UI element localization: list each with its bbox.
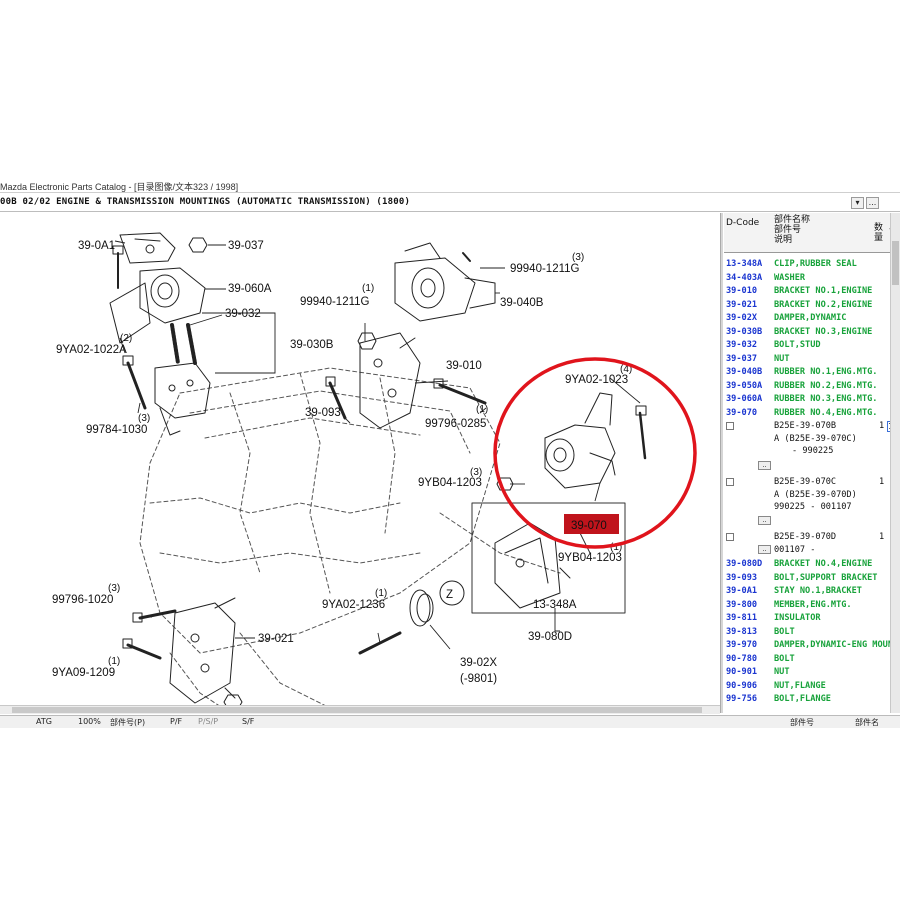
callout-label[interactable]: 9YA02-1023 xyxy=(565,374,628,386)
callout-label[interactable]: 39-02X xyxy=(460,657,497,669)
callout-label[interactable]: (-9801) xyxy=(460,673,497,685)
callout-label[interactable]: 39-030B xyxy=(290,339,334,351)
callout-label[interactable]: Z xyxy=(446,589,453,601)
callout-label[interactable]: (3) xyxy=(138,413,150,424)
callout-label[interactable]: 39-060A xyxy=(228,283,272,295)
status-d[interactable]: P/F xyxy=(170,717,183,726)
variant-checkbox[interactable] xyxy=(726,478,734,486)
callout-label[interactable]: 9YA09-1209 xyxy=(52,667,115,679)
scroll-thumb[interactable] xyxy=(12,707,702,713)
callout-label[interactable]: 9YA02-1236 xyxy=(322,599,385,611)
callout-label[interactable]: (1) xyxy=(476,404,488,415)
vertical-scrollbar[interactable] xyxy=(890,213,900,713)
scroll-thumb[interactable] xyxy=(892,241,899,285)
col-name[interactable]: 部件名称 xyxy=(774,215,811,225)
status-a: ATG xyxy=(36,717,52,726)
callout-label[interactable]: (3) xyxy=(470,467,482,478)
status-f[interactable]: S/F xyxy=(242,717,255,726)
callout-label[interactable]: 9YA02-1022A xyxy=(56,344,127,356)
callout-label[interactable]: (2) xyxy=(120,333,132,344)
window-title: Mazda Electronic Parts Catalog - [目录图像/文… xyxy=(0,176,900,193)
callout-label[interactable]: 9YB04-1203 xyxy=(418,477,482,489)
callout-label[interactable]: 39-0A1 xyxy=(78,240,115,252)
highlight-label-bg xyxy=(564,514,619,534)
variant-checkbox[interactable] xyxy=(726,533,734,541)
more-button[interactable]: ... xyxy=(866,197,879,209)
callout-label[interactable]: 39-032 xyxy=(225,308,261,320)
status-g: 部件号 xyxy=(790,718,814,727)
highlight-circle xyxy=(493,357,697,549)
horizontal-scrollbar[interactable] xyxy=(0,705,720,714)
callout-label[interactable]: 99784-1030 xyxy=(86,424,147,436)
status-c[interactable]: 部件号(P) xyxy=(110,718,146,727)
callout-label[interactable]: 13-348A xyxy=(533,599,577,611)
callout-label[interactable]: (1) xyxy=(610,542,622,553)
col-dcode[interactable]: D-Code xyxy=(726,218,760,228)
splitter[interactable] xyxy=(720,213,723,713)
detail-button[interactable]: .. xyxy=(758,461,771,470)
parts-catalog-window: Mazda Electronic Parts Catalog - [目录图像/文… xyxy=(0,176,900,728)
callout-label[interactable]: (3) xyxy=(108,583,120,594)
variant-checkbox[interactable] xyxy=(726,422,734,430)
parts-list-panel: D-Code 部件名称 部件号 说明 数量 单 13-348ACLIP,RUBB… xyxy=(724,213,900,713)
callout-label[interactable]: (3) xyxy=(572,252,584,263)
column-header: D-Code 部件名称 部件号 说明 数量 单 xyxy=(724,213,900,253)
page-title: 00B 02/02 ENGINE & TRANSMISSION MOUNTING… xyxy=(0,197,411,207)
col-partno[interactable]: 部件号 xyxy=(774,225,802,235)
callout-label[interactable]: 39-040B xyxy=(500,297,544,309)
status-h: 部件名 xyxy=(855,718,879,727)
col-desc[interactable]: 说明 xyxy=(774,235,793,245)
callout-label[interactable]: 39-093 xyxy=(305,407,341,419)
callout-label-highlighted[interactable]: 39-070 xyxy=(571,520,607,532)
chevron-down-icon[interactable]: ▾ xyxy=(851,197,864,209)
callout-label[interactable]: (4) xyxy=(620,364,632,375)
callout-label[interactable]: 9YB04-1203 xyxy=(558,552,622,564)
callout-label[interactable]: 99940-1211G xyxy=(300,296,370,308)
callout-label[interactable]: 39-021 xyxy=(258,633,294,645)
callout-label[interactable]: 39-080D xyxy=(528,631,572,643)
callout-label[interactable]: (1) xyxy=(362,283,374,294)
col-qty[interactable]: 数量 xyxy=(874,223,884,243)
status-e[interactable]: P/S/P xyxy=(198,717,219,726)
callout-label[interactable]: 99796-0285 xyxy=(425,418,486,430)
callout-label[interactable]: 39-010 xyxy=(446,360,482,372)
callout-label[interactable]: 39-037 xyxy=(228,240,264,252)
callout-label[interactable]: 99796-1020 xyxy=(52,594,113,606)
status-bar: ATG 100% 部件号(P) P/F P/S/P S/F 部件号 部件名 xyxy=(0,715,900,728)
status-zoom[interactable]: 100% xyxy=(78,717,101,726)
callout-label[interactable]: 99940-1211G xyxy=(510,263,580,275)
detail-button[interactable]: .. xyxy=(758,516,771,525)
diagram-drawing: 39-0A139-03739-060A39-03299940-1211G(3)9… xyxy=(52,232,697,713)
detail-button[interactable]: .. xyxy=(758,545,771,554)
page-header: 00B 02/02 ENGINE & TRANSMISSION MOUNTING… xyxy=(0,194,900,212)
callout-label[interactable]: (1) xyxy=(375,588,387,599)
callout-label[interactable]: (1) xyxy=(108,656,120,667)
